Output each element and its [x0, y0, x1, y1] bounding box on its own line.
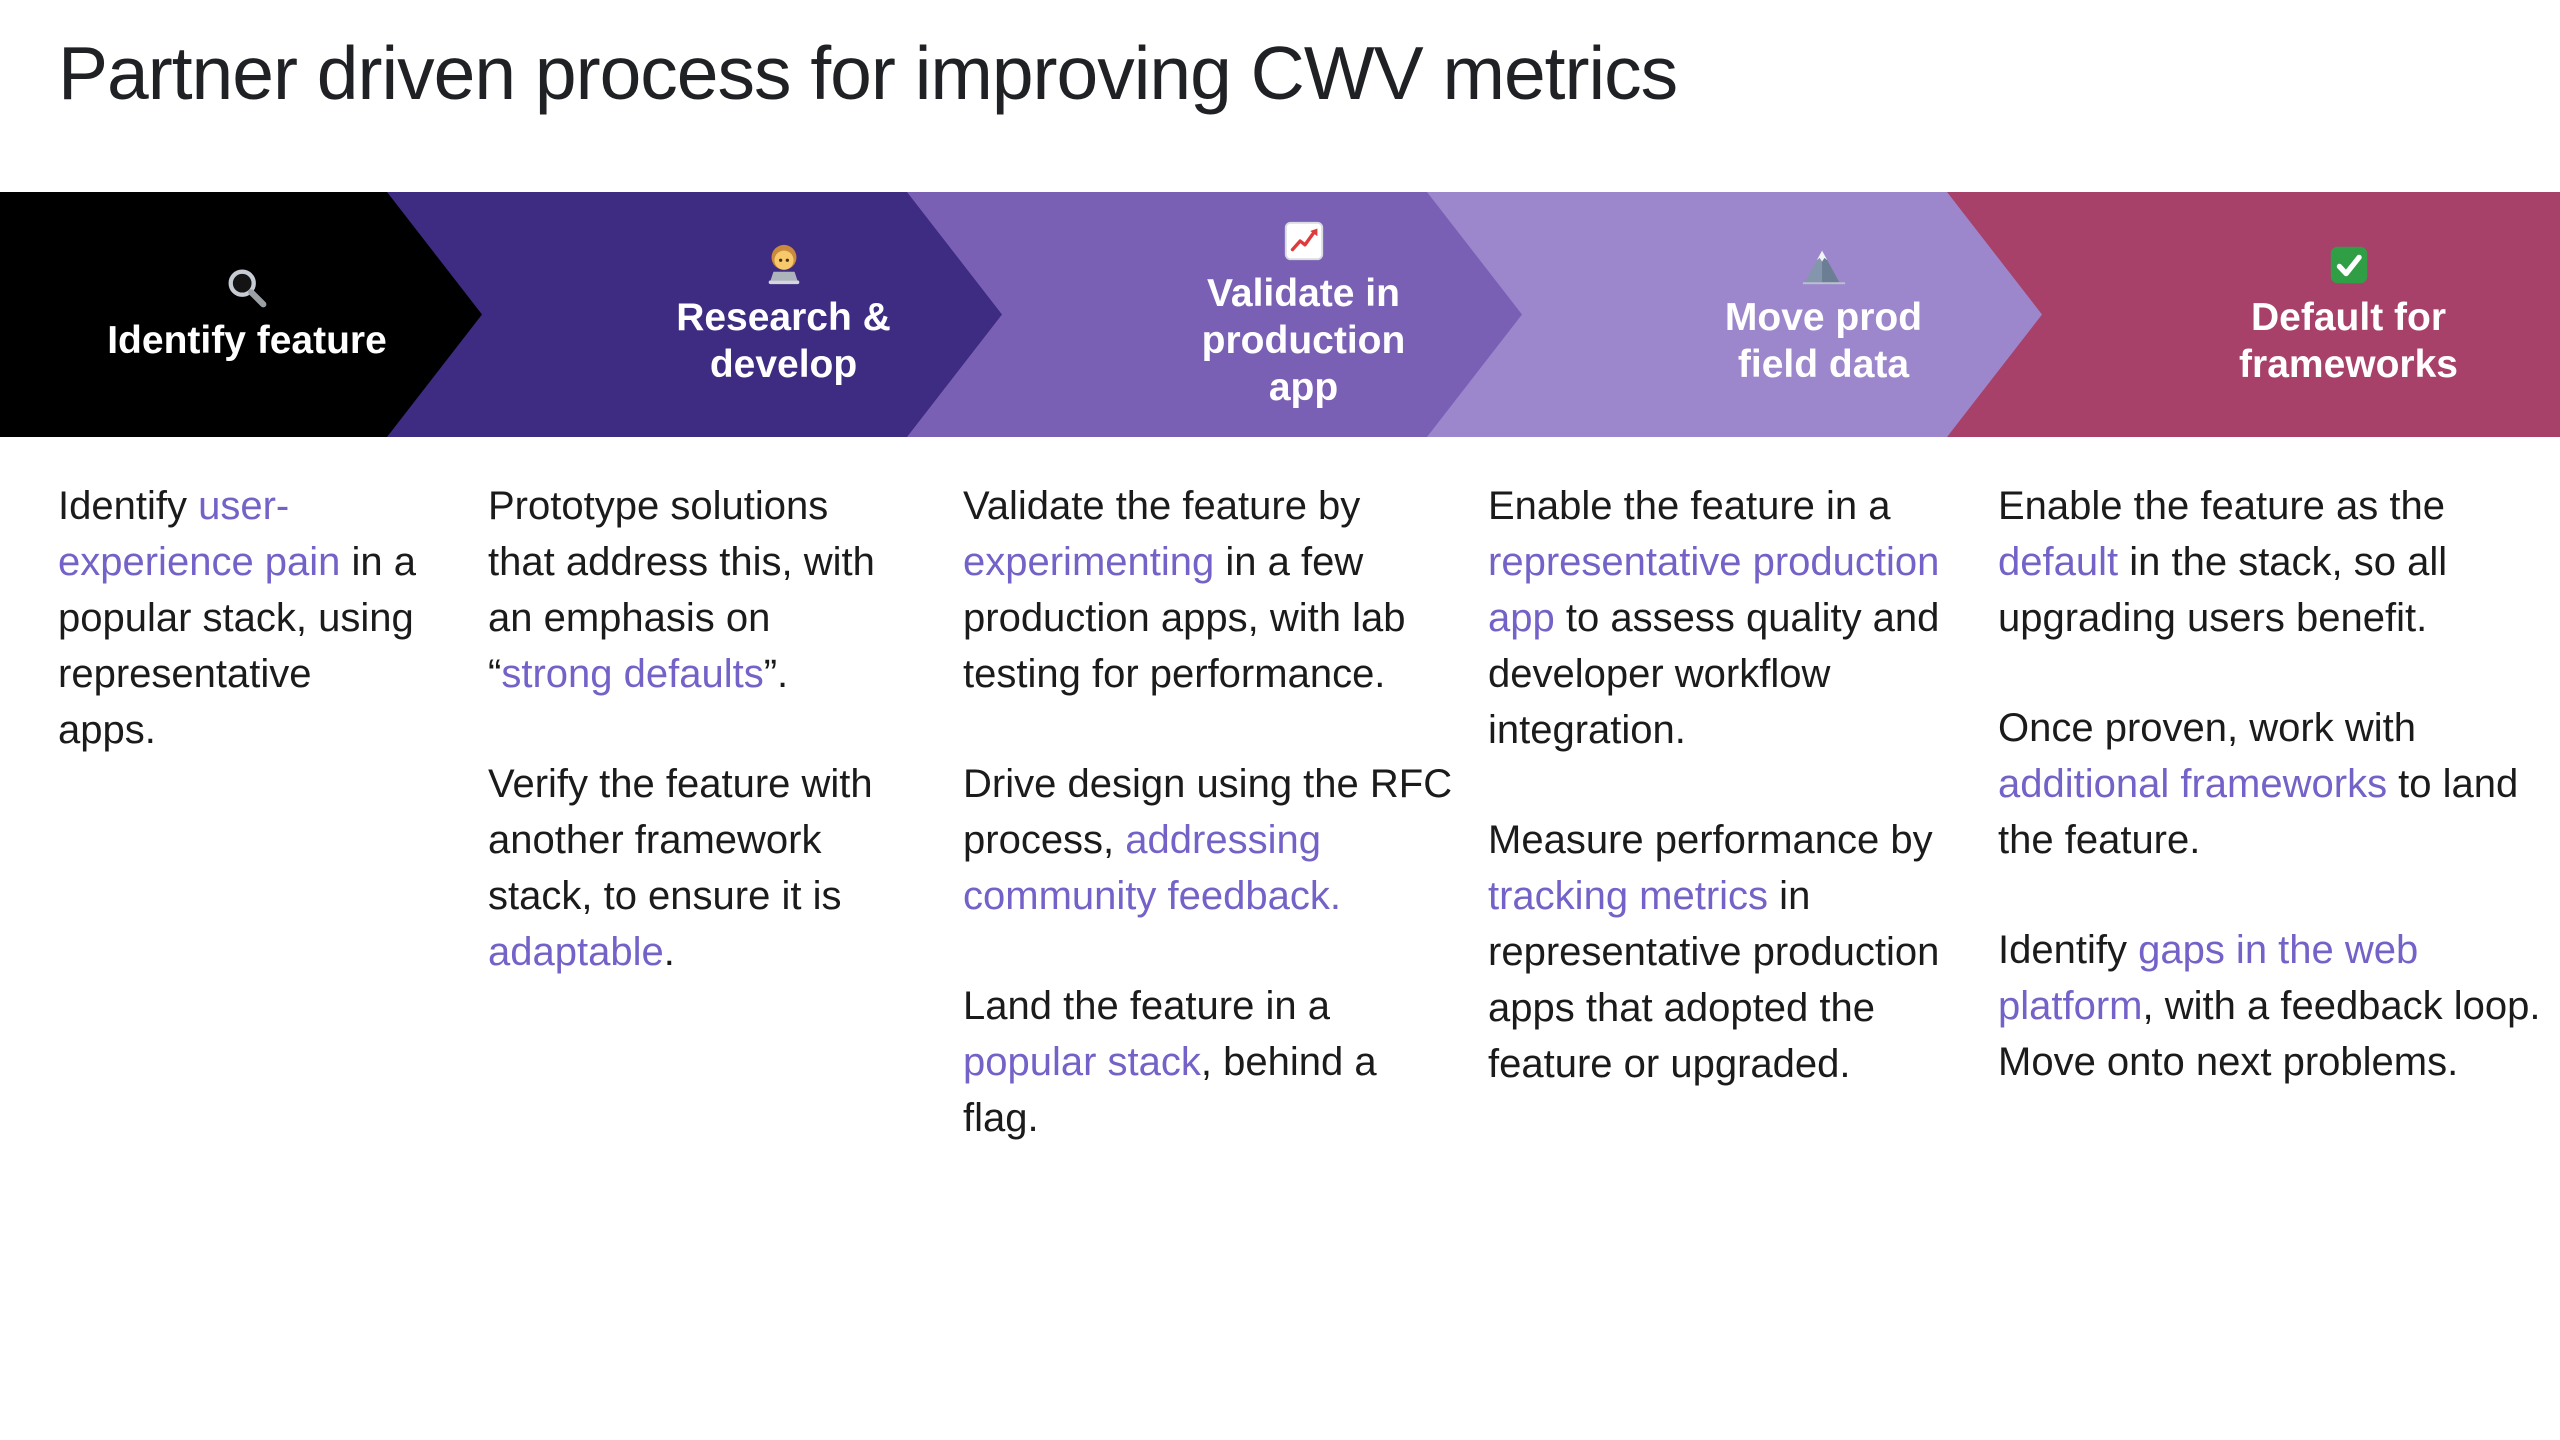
step-chevron-default-frameworks: Default for frameworks	[1947, 192, 2560, 437]
inline-link[interactable]: popular stack	[963, 1040, 1201, 1084]
inline-link[interactable]: default	[1998, 540, 2119, 584]
text-run: Enable the feature in a	[1488, 484, 1891, 528]
step-description-default-frameworks: Enable the feature as the default in the…	[1998, 478, 2546, 1144]
inline-link[interactable]: additional frameworks	[1998, 762, 2388, 806]
text-run: , behind a flag.	[963, 1040, 1377, 1140]
text-run: in a popular stack, using representative…	[58, 540, 417, 752]
description-paragraph: Enable the feature as the default in the…	[1998, 478, 2546, 646]
description-paragraph: Identify gaps in the web platform, with …	[1998, 922, 2546, 1090]
description-paragraph: Measure performance by tracking metrics …	[1488, 812, 1950, 1092]
chart-increasing-icon	[1281, 217, 1327, 265]
description-paragraph: Once proven, work with additional framew…	[1998, 700, 2546, 868]
text-run: Enable the feature as the	[1998, 484, 2445, 528]
text-run: .	[663, 930, 675, 974]
text-run: in a few production apps, with lab testi…	[963, 540, 1406, 696]
inline-link[interactable]: addressing community feedback.	[963, 818, 1341, 918]
description-paragraph: Identify user-experience pain in a popul…	[58, 478, 418, 758]
description-paragraph: Validate the feature by experimenting in…	[963, 478, 1455, 702]
woman-technologist-icon	[761, 241, 807, 289]
text-run: to land the feature.	[1998, 762, 2519, 862]
description-paragraph: Prototype solutions that address this, w…	[488, 478, 880, 702]
text-run: Validate the feature by	[963, 484, 1361, 528]
step-label: Move prod field data	[1724, 295, 1923, 386]
inline-link[interactable]: adaptable	[488, 930, 664, 974]
inline-link[interactable]: strong defaults	[501, 652, 764, 696]
text-run: Once proven, work with	[1998, 706, 2416, 750]
inline-link[interactable]: representative production app	[1488, 540, 1940, 640]
text-run: Prototype solutions that address this, w…	[488, 484, 875, 696]
inline-link[interactable]: tracking metrics	[1488, 874, 1769, 918]
inline-link[interactable]: gaps in the web platform	[1998, 928, 2419, 1028]
description-paragraph: Land the feature in a popular stack, beh…	[963, 978, 1455, 1146]
inline-link[interactable]: user-experience pain	[58, 484, 341, 584]
description-paragraph: Verify the feature with another framewor…	[488, 756, 880, 980]
text-run: to assess quality and developer workflow…	[1488, 596, 1940, 752]
description-paragraph: Drive design using the RFC process, addr…	[963, 756, 1455, 924]
text-run: Identify	[58, 484, 199, 528]
text-run: Drive design using the RFC process,	[963, 762, 1453, 862]
magnifier-icon	[224, 264, 270, 312]
page-title: Partner driven process for improving CWV…	[58, 31, 1678, 115]
step-label: Validate in production app	[1201, 272, 1406, 409]
check-mark-icon	[2326, 241, 2372, 289]
step-description-validate-production: Validate the feature by experimenting in…	[963, 478, 1455, 1200]
text-run: Measure performance by	[1488, 818, 1933, 862]
step-label: Research & develop	[676, 295, 891, 386]
mountain-icon	[1801, 241, 1847, 289]
step-description-move-prod-field-data: Enable the feature in a representative p…	[1488, 478, 1950, 1146]
description-paragraph: Enable the feature in a representative p…	[1488, 478, 1950, 758]
step-description-research-develop: Prototype solutions that address this, w…	[488, 478, 880, 1034]
text-run: ”.	[763, 652, 789, 696]
text-run: Verify the feature with another framewor…	[488, 762, 873, 918]
text-run: Land the feature in a	[963, 984, 1330, 1028]
text-run: in representative production apps that a…	[1488, 874, 1940, 1086]
step-description-identify-feature: Identify user-experience pain in a popul…	[58, 478, 418, 812]
step-label: Default for frameworks	[2239, 295, 2458, 386]
step-label: Identify feature	[107, 319, 387, 363]
text-run: Identify	[1998, 928, 2139, 972]
text-run: in the stack, so all upgrading users ben…	[1998, 540, 2448, 640]
inline-link[interactable]: experimenting	[963, 540, 1215, 584]
text-run: , with a feedback loop. Move onto next p…	[1998, 984, 2541, 1084]
